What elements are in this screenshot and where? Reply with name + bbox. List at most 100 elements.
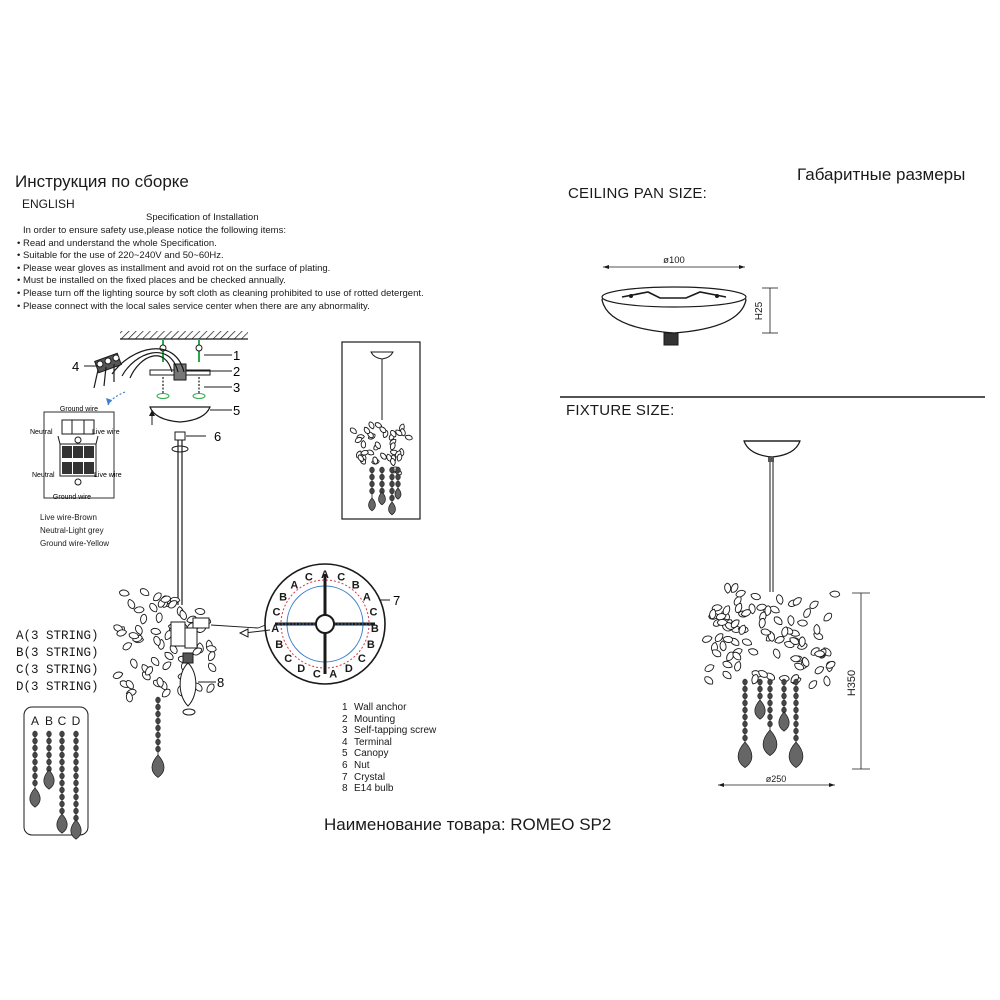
string-letter: B [45, 714, 53, 728]
ceiling-mount-assembly [93, 331, 248, 605]
neutral-bottom-label: Neutral [32, 472, 55, 479]
ring-letter: A [329, 668, 337, 680]
string-letter: A [31, 714, 39, 728]
crystal-leaf [797, 619, 808, 627]
crystal-leaf [714, 633, 724, 642]
spec-line: • Please connect with the local sales se… [17, 300, 370, 312]
crystal-leaf [801, 656, 810, 668]
crystal-leaf [206, 683, 215, 693]
crystal-string [788, 678, 804, 769]
callout-1: 1 [233, 348, 240, 363]
canopy [149, 406, 211, 423]
connector-block-main [59, 443, 97, 486]
crystal-leaf [162, 661, 172, 670]
crystal-string [754, 678, 766, 720]
crystal-leaf [139, 588, 150, 596]
crystal-leaf [732, 651, 742, 661]
crystal-leaf [161, 688, 171, 698]
live-wire-bottom-label: Live wire [94, 472, 122, 479]
ring-letter: A [271, 623, 279, 635]
crystal-leaf [758, 670, 768, 678]
ring-letter: B [352, 580, 360, 592]
crystal-cluster-left [112, 588, 217, 778]
bulb-holders [170, 617, 269, 649]
legend-line: Neutral-Light grey [40, 526, 104, 535]
e14-bulb [179, 652, 197, 716]
crystal-leaf [704, 664, 715, 673]
ring-letter: C [284, 653, 292, 665]
ceiling-height-label: H25 [754, 301, 765, 320]
crystal-leaf [128, 632, 140, 640]
crystal-leaf [772, 648, 781, 659]
callout-5: 5 [233, 403, 240, 418]
crystal-leaf [808, 680, 818, 689]
crystal-leaf [738, 624, 746, 635]
crystal-leaf [813, 650, 825, 658]
crystal-leaf [750, 593, 761, 601]
terminal-block [93, 352, 122, 389]
crystal-leaf [119, 589, 130, 597]
legend-line: Live wire-Brown [40, 513, 97, 522]
crystal-leaf [155, 612, 163, 624]
crystal-leaf [208, 662, 217, 672]
crystal-string [388, 466, 396, 516]
string-letter: D [72, 714, 81, 728]
crystal-leaf [153, 635, 161, 647]
crystal-leaf [160, 595, 172, 603]
crystal-string [368, 466, 376, 512]
crystal-leaf [374, 422, 383, 429]
crystal-leaf [125, 680, 134, 690]
ring-letter: A [290, 580, 298, 592]
crystal-leaf [719, 640, 727, 652]
ring-letter: C [305, 572, 313, 584]
ring-letter: B [279, 592, 287, 604]
ceiling-hatch [120, 331, 248, 339]
crystal-leaf [716, 618, 728, 626]
ring-letter: C [273, 607, 281, 619]
crystal-leaf [758, 617, 766, 629]
crystal-leaf [825, 661, 836, 669]
spec-line: • Please wear gloves as installment and … [17, 262, 331, 274]
crystal-leaf [774, 636, 785, 644]
callout-7: 7 [393, 593, 400, 608]
crystal-string [56, 730, 68, 834]
crystal-leaf [773, 616, 783, 625]
crystal-leaf [205, 645, 217, 653]
fixture-diameter-label: ø250 [766, 774, 787, 784]
crystal-leaf [149, 603, 158, 613]
crystal-leaf [823, 612, 833, 622]
crystal-leaf [349, 427, 357, 434]
crystal-leaf [798, 636, 806, 648]
wiring-diagram [43, 411, 115, 499]
crystal-leaf [823, 675, 831, 687]
crystal-leaf [133, 606, 145, 614]
spec-title: Specification of Installation [146, 212, 259, 223]
string-list: A(3 STRING) B(3 STRING) C(3 STRING) D(3 … [16, 628, 99, 696]
crystal-leaf [787, 615, 795, 627]
crystal-leaf [145, 666, 153, 676]
crystal-leaf [396, 453, 403, 462]
crystal-leaf [809, 600, 819, 609]
crystal-leaf [790, 655, 801, 663]
live-wire-top-label: Live wire [92, 429, 120, 436]
crystal-leaf [764, 605, 772, 617]
crystal-leaf [734, 661, 742, 672]
crystal-leaf [701, 635, 713, 643]
crystal-string [737, 678, 753, 769]
crystal-leaf [363, 426, 371, 435]
crystal-leaf [715, 613, 727, 621]
crystal-leaf [704, 676, 714, 685]
string-item: C(3 STRING) [16, 663, 99, 677]
crystal-leaf [354, 436, 363, 443]
fixture-size-label: FIXTURE SIZE: [566, 402, 675, 419]
ring-letter: C [313, 668, 321, 680]
crystal-leaf [813, 623, 821, 635]
product-name: Наименование товара: ROMEO SP2 [324, 815, 612, 834]
crystal-leaf [760, 628, 772, 636]
wire-color-legend: Live wire-Brown Neutral-Light grey Groun… [40, 511, 109, 550]
